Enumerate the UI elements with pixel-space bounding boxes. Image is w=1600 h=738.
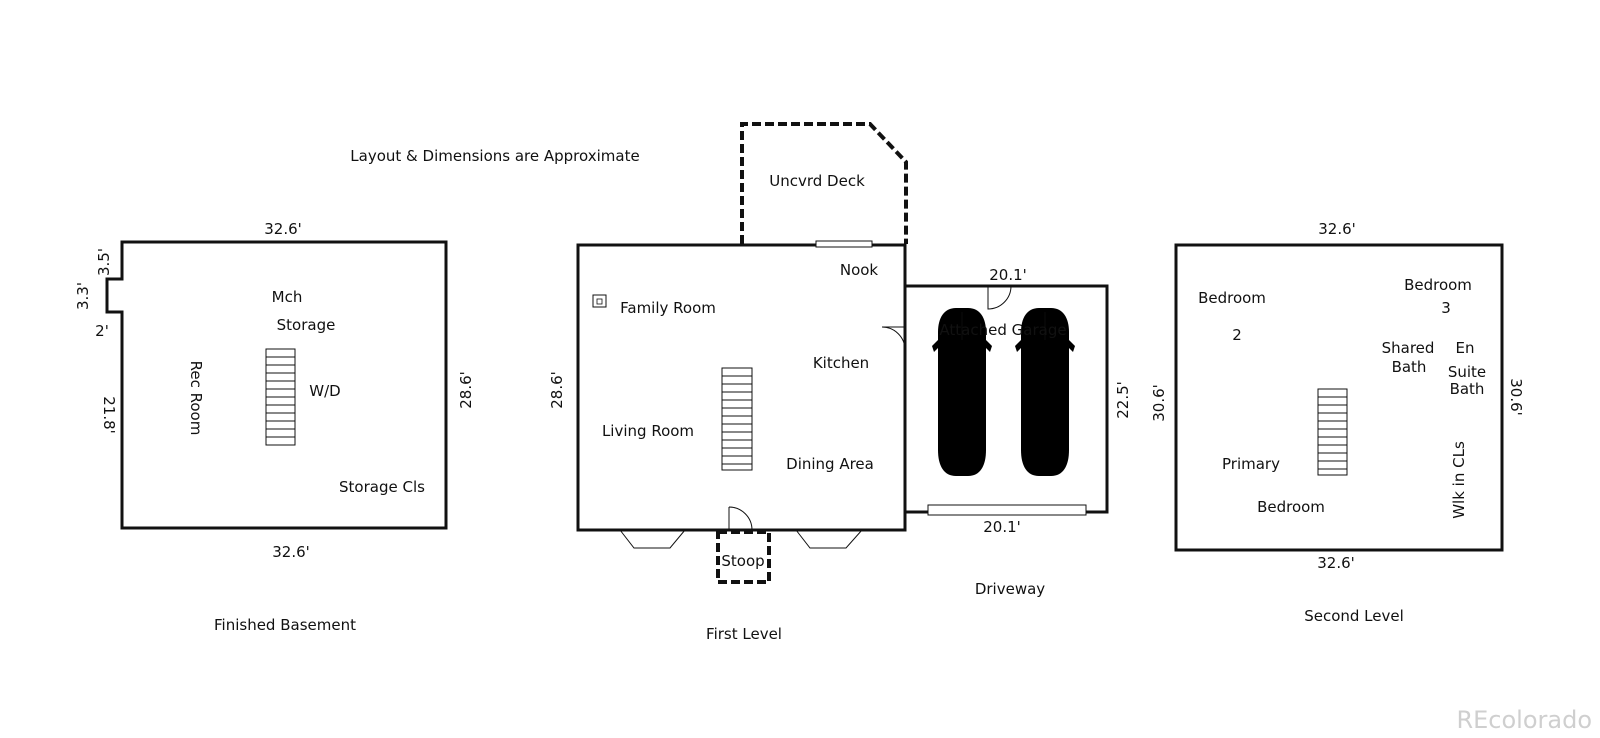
garage-dim-bottom: 20.1' — [983, 518, 1021, 536]
approx-note: Layout & Dimensions are Approximate — [350, 147, 639, 165]
basement-dim-left-c: 2' — [95, 322, 109, 340]
room-nook: Nook — [840, 261, 879, 279]
room-en-suite-line3: Bath — [1450, 380, 1485, 398]
deck-outline — [740, 122, 908, 244]
basement-dim-left-a: 3.5' — [95, 248, 113, 276]
bay-window-right — [795, 529, 863, 549]
first-level-title: First Level — [706, 625, 782, 643]
fireplace-icon — [592, 294, 607, 308]
first-level-plan: 28.6' Uncvrd Deck Nook Family Room Kitch… — [548, 122, 908, 643]
basement-plan: 32.6' 32.6' 28.6' 3.5' 3.3' 2' 21.8' Mch… — [74, 220, 475, 634]
garage-plan: 20.1' 20.1' 22.5' Attached Garage Drivew… — [905, 266, 1132, 598]
recolorado-watermark: REcolorado — [1456, 706, 1592, 734]
first-level-stairs — [721, 367, 753, 471]
room-shared-bath-line2: Bath — [1392, 358, 1427, 376]
basement-title: Finished Basement — [214, 616, 356, 634]
second-level-dim-bottom: 32.6' — [1317, 554, 1355, 572]
room-stoop: Stoop — [721, 552, 764, 570]
room-bedroom-3-line2: 3 — [1441, 299, 1451, 317]
basement-stairs — [265, 348, 296, 446]
bay-window-left — [619, 529, 686, 549]
first-level-walls — [576, 243, 907, 532]
room-attached-garage: Attached Garage — [939, 321, 1066, 339]
room-living-room: Living Room — [602, 422, 694, 440]
basement-dim-left-d: 21.8' — [100, 396, 118, 434]
room-primary-line2: Bedroom — [1257, 498, 1325, 516]
second-level-dim-top: 32.6' — [1318, 220, 1356, 238]
room-wd: W/D — [309, 382, 340, 400]
room-mch: Mch — [272, 288, 303, 306]
second-level-stairs — [1317, 388, 1348, 476]
first-level-dim-left: 28.6' — [548, 371, 566, 409]
garage-walls — [905, 284, 1109, 514]
garage-door-swing — [881, 326, 906, 351]
front-door-swing — [728, 506, 753, 531]
room-kitchen: Kitchen — [813, 354, 869, 372]
deck-slider-door — [815, 240, 873, 248]
room-bedroom-2-line2: 2 — [1232, 326, 1242, 344]
room-uncvrd-deck: Uncvrd Deck — [769, 172, 865, 190]
second-level-title: Second Level — [1304, 607, 1404, 625]
stoop-outline — [716, 530, 771, 584]
driveway-label: Driveway — [975, 580, 1045, 598]
garage-door — [927, 504, 1087, 516]
room-bedroom-2-line1: Bedroom — [1198, 289, 1266, 307]
basement-dim-bottom: 32.6' — [272, 543, 310, 561]
second-level-dim-right: 30.6' — [1507, 378, 1525, 416]
room-rec-room: Rec Room — [187, 361, 205, 436]
room-storage: Storage — [277, 316, 336, 334]
basement-dim-top: 32.6' — [264, 220, 302, 238]
room-shared-bath-line1: Shared — [1382, 339, 1435, 357]
room-walk-in-closets: Wlk in CLs — [1450, 441, 1468, 519]
room-dining-area: Dining Area — [786, 455, 874, 473]
garage-side-door-swing — [987, 285, 1012, 310]
second-level-walls — [1174, 243, 1504, 552]
basement-dim-right: 28.6' — [457, 371, 475, 409]
basement-dim-left-b: 3.3' — [74, 282, 92, 310]
room-bedroom-3-line1: Bedroom — [1404, 276, 1472, 294]
second-level-plan: 32.6' 32.6' 30.6' 30.6' Bedroom 2 Bedroo… — [1150, 220, 1525, 625]
basement-walls — [105, 240, 448, 530]
room-en-suite-line1: En — [1456, 339, 1475, 357]
garage-dim-right: 22.5' — [1114, 381, 1132, 419]
room-storage-cls: Storage Cls — [339, 478, 425, 496]
room-family-room: Family Room — [620, 299, 716, 317]
garage-dim-top: 20.1' — [989, 266, 1027, 284]
room-en-suite-line2: Suite — [1448, 363, 1486, 381]
room-primary-line1: Primary — [1222, 455, 1280, 473]
second-level-dim-left: 30.6' — [1150, 384, 1168, 422]
